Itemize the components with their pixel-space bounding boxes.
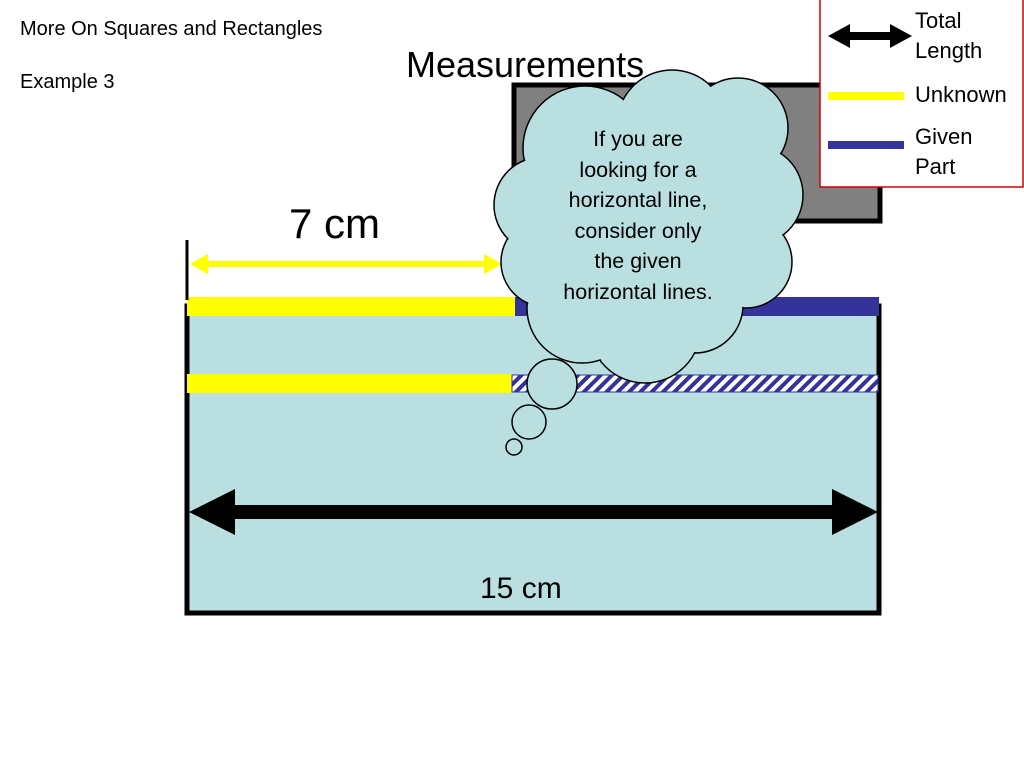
bubble-line: If you are xyxy=(593,127,683,151)
legend-given-label: Given Part xyxy=(915,124,973,179)
seven-cm-label: 7 cm xyxy=(289,200,381,247)
fifteen-cm-label: 15 cm xyxy=(480,572,562,605)
middle-hatched-segment xyxy=(511,374,879,393)
bubble-line: looking for a xyxy=(579,157,697,182)
yellow-line-icon xyxy=(828,92,904,100)
legend-unknown-label: Unknown xyxy=(915,82,1007,107)
bubble-line: the given xyxy=(594,249,682,273)
double-arrow-icon xyxy=(828,24,912,48)
main-rectangle xyxy=(184,303,882,616)
slide-title: More On Squares and Rectangles xyxy=(20,18,323,40)
middle-unknown-segment xyxy=(187,374,512,393)
measurements-heading: Measurements xyxy=(406,44,645,85)
bubble-line: consider only xyxy=(574,218,702,243)
bubble-line: horizontal line, xyxy=(568,188,708,212)
top-unknown-segment xyxy=(187,297,515,316)
thought-bubble xyxy=(493,69,804,456)
fifteen-cm-arrow xyxy=(189,489,878,535)
blue-line-icon xyxy=(828,141,904,149)
bubble-line: horizontal lines. xyxy=(563,279,713,304)
legend-total-label: Total Length xyxy=(915,8,983,63)
seven-cm-arrow xyxy=(190,254,502,274)
slide-subtitle: Example 3 xyxy=(20,71,115,93)
thought-bubble-text: If you are looking for a horizontal line… xyxy=(545,124,731,307)
